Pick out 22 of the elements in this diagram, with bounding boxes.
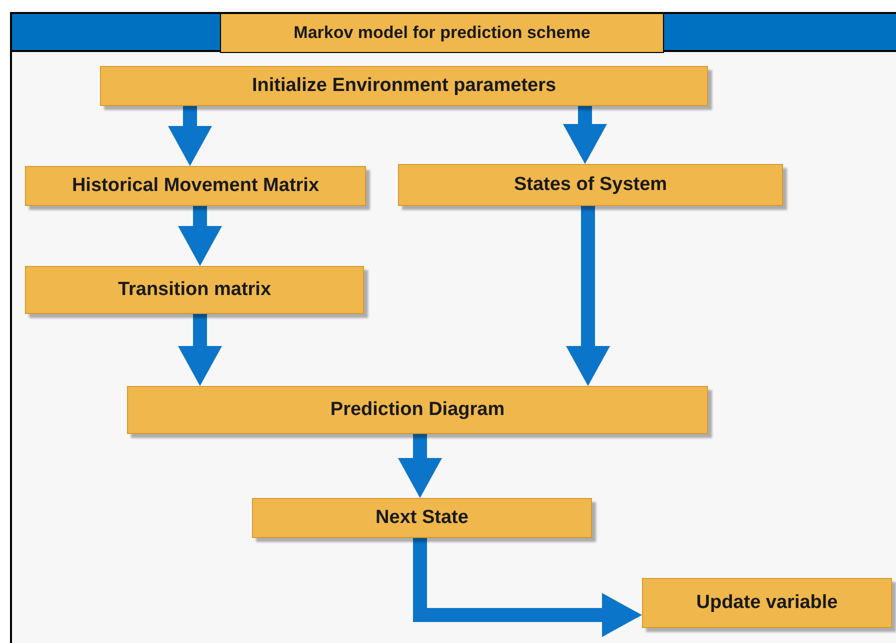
title: Markov model for prediction scheme [220, 13, 664, 53]
arrow [168, 106, 212, 166]
box-label: Initialize Environment parameters [252, 74, 556, 98]
process-box [127, 386, 708, 434]
arrow [413, 538, 642, 637]
box-label: States of System [514, 173, 668, 197]
arrow [398, 434, 442, 498]
arrow [563, 106, 607, 164]
process-box [398, 164, 783, 206]
process-box [25, 266, 364, 314]
arrow [178, 314, 222, 386]
arrow [566, 206, 610, 386]
box-label: Update variable [696, 591, 838, 615]
arrow [178, 206, 222, 266]
box-label: Prediction Diagram [330, 398, 505, 422]
box-label: Transition matrix [118, 278, 272, 302]
box-label: Next State [376, 506, 468, 530]
process-box [252, 498, 592, 538]
process-box [100, 66, 708, 106]
process-box [642, 578, 892, 628]
box-label: Historical Movement Matrix [72, 174, 320, 198]
process-box [25, 166, 366, 206]
